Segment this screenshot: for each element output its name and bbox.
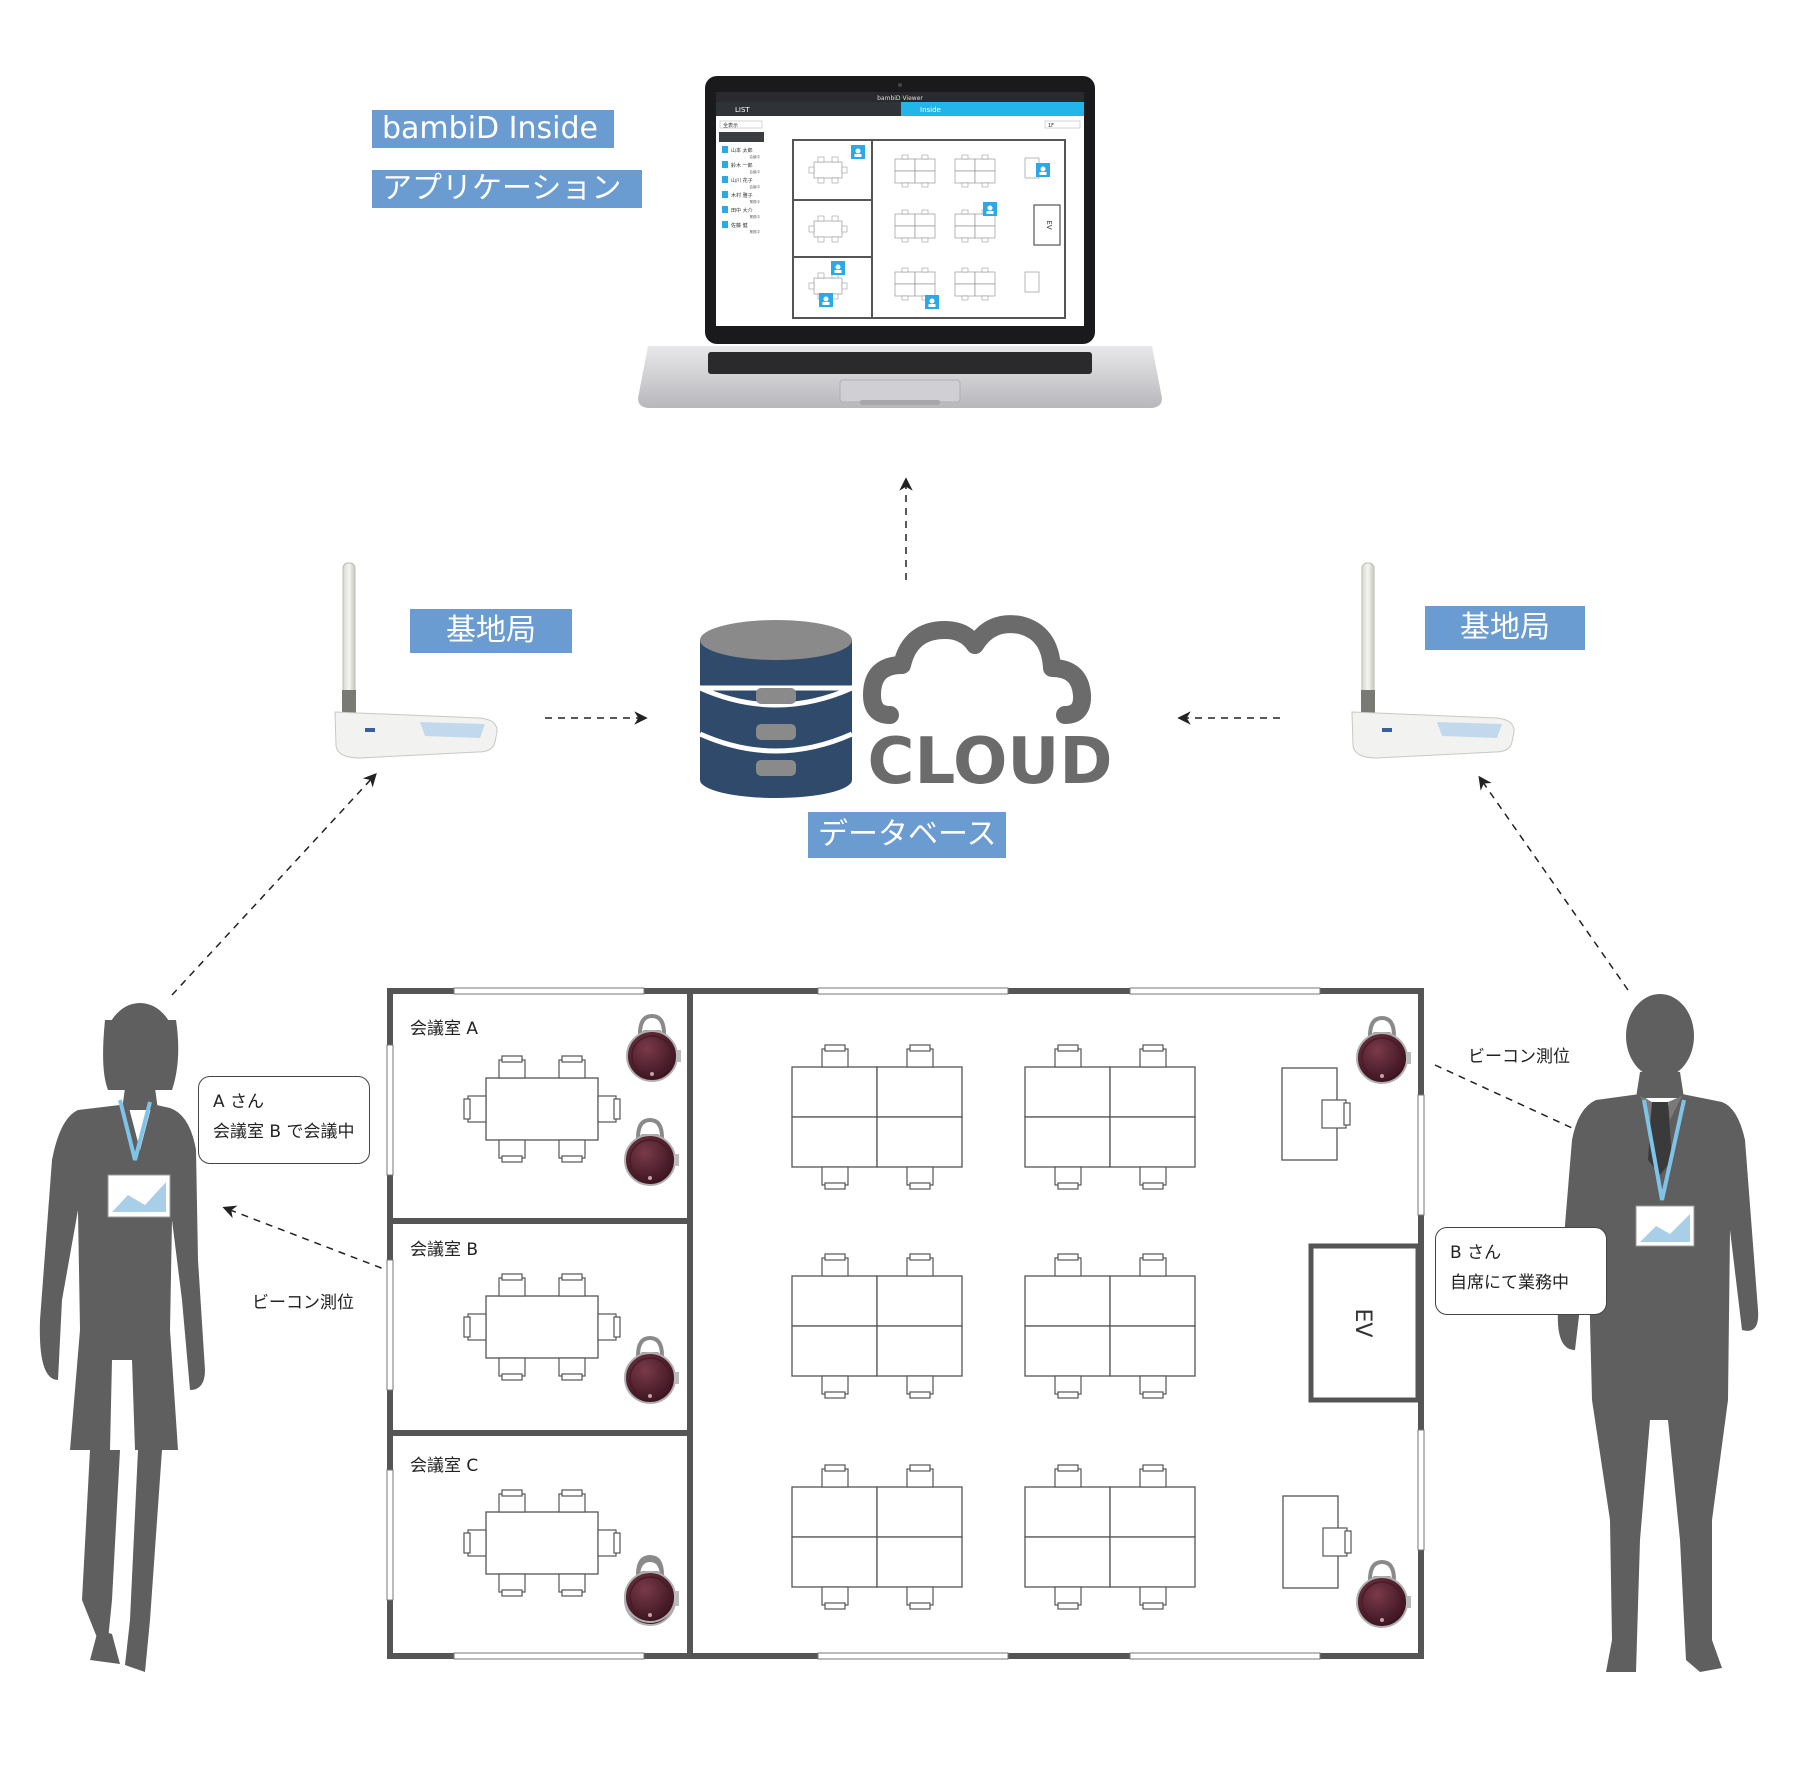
laptop-location-pin[interactable]: [1036, 163, 1050, 177]
room-b-label: 会議室 B: [410, 1240, 479, 1260]
person-a-callout: A さん 会議室 B で会議中: [198, 1076, 370, 1164]
laptop-person-status: 会議中: [750, 169, 761, 174]
laptop-location-pin[interactable]: [925, 295, 939, 309]
person-b-status: 自席にて業務中: [1450, 1273, 1569, 1293]
laptop-location-pin[interactable]: [831, 261, 845, 275]
person-icon: [722, 161, 728, 168]
laptop-person-status: 業務中: [750, 214, 761, 219]
laptop-person-name: 佐藤 健: [731, 222, 748, 229]
cloud-label: CLOUD: [868, 725, 1113, 799]
laptop-ev-label: EV: [1045, 220, 1053, 229]
laptop-window-title: bambiD Viewer: [877, 95, 923, 102]
laptop-location-pin[interactable]: [983, 202, 997, 216]
laptop-tab-inside[interactable]: Inside: [920, 106, 941, 114]
person-icon: [722, 221, 728, 228]
person-b-silhouette: [1557, 994, 1759, 1672]
laptop-person-status: 会議中: [750, 154, 761, 159]
laptop-location-pin[interactable]: [851, 145, 865, 159]
laptop-person-name: 木村 雅子: [731, 192, 753, 199]
cloud-icon: CLOUD: [863, 615, 1113, 799]
beacon-positioning-right-label: ビーコン測位: [1468, 1047, 1570, 1067]
laptop-filter-left[interactable]: 全表示: [723, 122, 738, 129]
arrow-person-a-to-base: [171, 773, 377, 996]
database-label: データベース: [808, 812, 1006, 858]
person-icon: [722, 191, 728, 198]
person-a-status: 会議室 B で会議中: [213, 1122, 355, 1142]
laptop: bambiD Viewer LIST Inside 全表示 1F 山本 太郎会議…: [638, 76, 1162, 408]
laptop-person-name: 田中 大介: [731, 207, 753, 214]
base-station-right: [1351, 562, 1515, 759]
person-a-name: A さん: [213, 1092, 265, 1112]
laptop-filter-right[interactable]: 1F: [1048, 123, 1054, 129]
laptop-person-status: 会議中: [750, 184, 761, 189]
person-icon: [722, 146, 728, 153]
person-b-callout: B さん 自席にて業務中: [1435, 1227, 1607, 1315]
database-icon: [698, 620, 854, 798]
ev-label: EV: [1350, 1309, 1375, 1338]
laptop-location-pin[interactable]: [819, 293, 833, 307]
base-station-left-label: 基地局: [410, 609, 572, 653]
laptop-person-status: 業務中: [750, 229, 761, 234]
room-c-label: 会議室 C: [410, 1456, 479, 1476]
person-icon: [722, 176, 728, 183]
person-a-badge: [107, 1099, 171, 1218]
person-icon: [722, 206, 728, 213]
room-a-label: 会議室 A: [410, 1019, 479, 1039]
app-subtitle-label: アプリケーション: [372, 170, 642, 208]
app-title-label: bambiD Inside: [372, 110, 614, 148]
laptop-person-name: 鈴木 一郎: [731, 162, 753, 169]
laptop-person-status: 業務中: [750, 199, 761, 204]
floor-plan: EV: [386, 987, 1425, 1660]
person-b-name: B さん: [1450, 1243, 1502, 1263]
arrow-person-b-to-base: [1478, 775, 1629, 991]
laptop-person-name: 山本 太郎: [731, 147, 753, 154]
laptop-tab-list[interactable]: LIST: [735, 106, 750, 114]
person-b-badge: [1635, 1099, 1695, 1247]
beacon-positioning-left-label: ビーコン測位: [252, 1293, 354, 1313]
base-station-right-label: 基地局: [1425, 606, 1585, 650]
base-station-left: [334, 562, 498, 759]
laptop-person-name: 山川 花子: [731, 177, 753, 184]
